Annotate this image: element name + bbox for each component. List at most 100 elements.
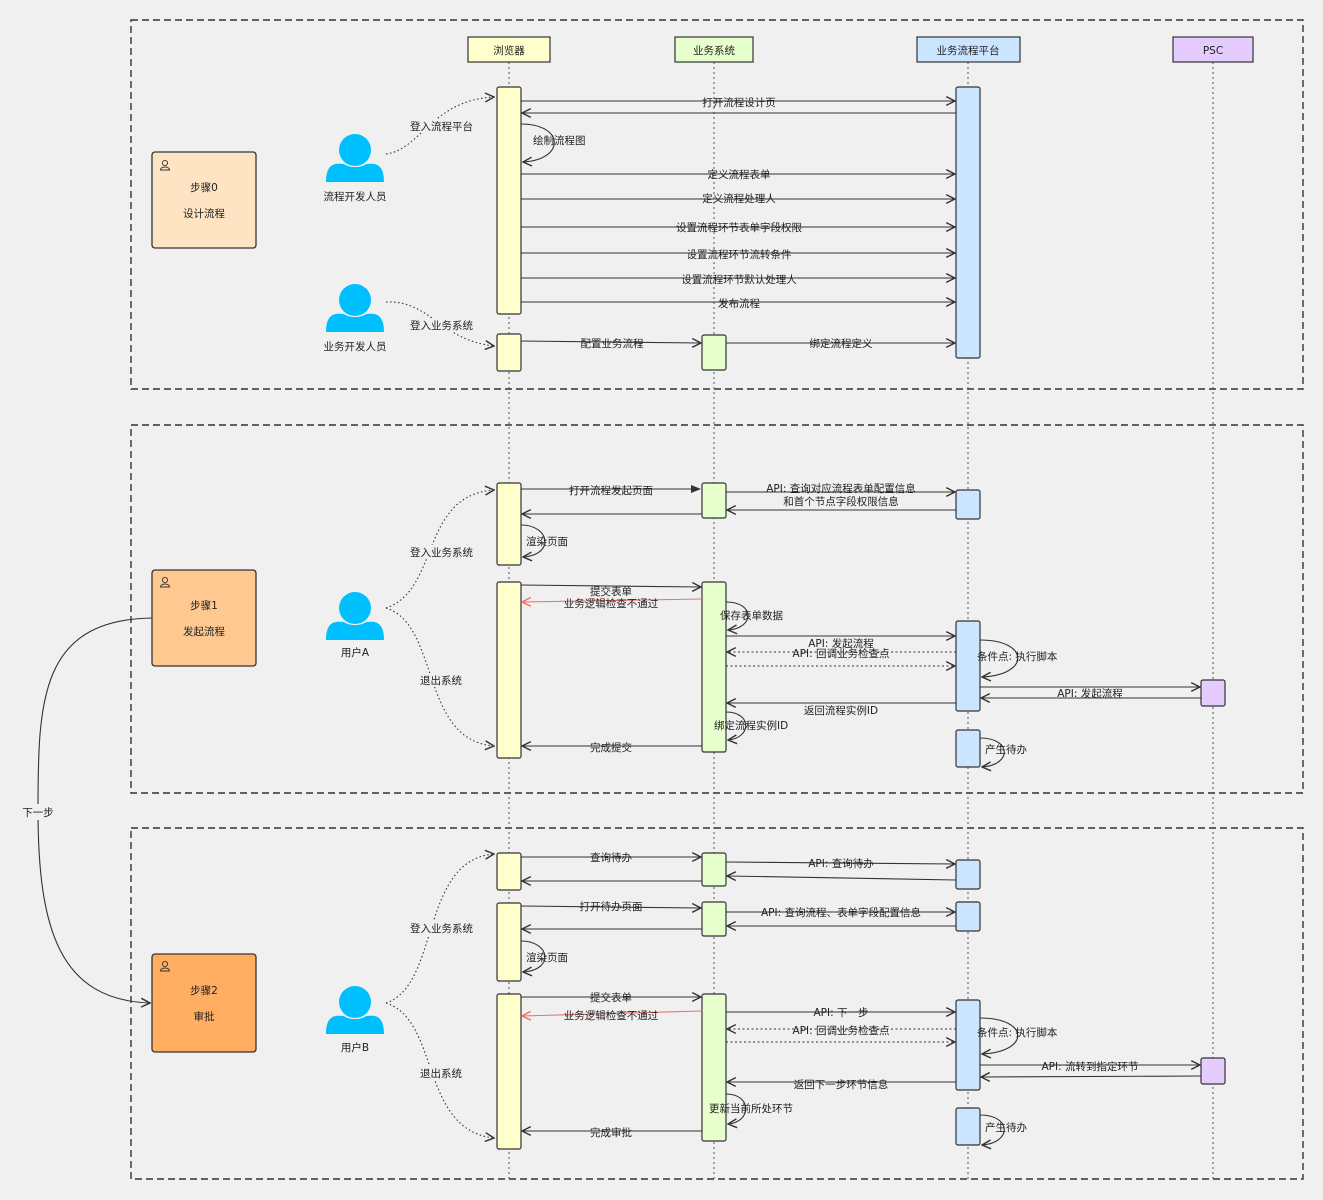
label-frame1-return-instance: 返回流程实例ID [804,704,878,717]
label-frame1-biz-check-fail: 业务逻辑检查不通过 [564,597,659,610]
label-steps-s0-sub: 设计流程 [183,207,225,220]
platform-activation [955,86,981,359]
step-1-box: 步骤1 发起流程 [151,569,257,667]
label-frame2-api-callback: API: 回调业务检查点 [793,1024,890,1037]
label-frame1-open-start-page: 打开流程发起页面 [569,484,653,497]
browser-activation [496,581,522,759]
label-frame2-logout: 退出系统 [420,1067,462,1080]
frame-start [130,424,1304,794]
platform-activation [955,620,981,712]
label-frame1-logout: 退出系统 [420,674,462,687]
actor-flow-dev: 流程开发人员 [324,134,387,203]
label-participants-flow-platform: 业务流程平台 [937,44,1000,57]
label-frame0-set-field-perm: 设置流程环节表单字段权限 [676,221,802,234]
label-actors-flow-dev: 流程开发人员 [324,190,387,203]
label-frame1-bind-instance: 绑定流程实例ID [714,719,788,732]
label-frame2-todo: 产生待办 [985,1121,1027,1134]
label-frame2-update-node: 更新当前所处环节 [709,1102,793,1115]
label-frame0-set-transition: 设置流程环节流转条件 [687,248,792,261]
psc-activation [1200,1057,1226,1085]
label-steps-s0-title: 步骤0 [190,182,218,194]
label-frame2-done-approve: 完成审批 [590,1126,632,1139]
platform-activation [955,999,981,1091]
step-0-box: 步骤0 设计流程 [151,151,257,249]
biz-activation [701,993,727,1142]
label-frame1-api-query-config-2: 和首个节点字段权限信息 [783,495,899,508]
participant-browser: 浏览器 [467,36,551,63]
browser-activation [496,852,522,891]
participant-flow-platform: 业务流程平台 [916,36,1021,63]
label-steps-s1-sub: 发起流程 [183,625,225,638]
biz-activation [701,334,727,371]
label-frame0-set-default-handler: 设置流程环节默认处理人 [681,273,797,286]
label-actors-user-a: 用户A [341,646,370,659]
label-frame1-condition: 条件点: 执行脚本 [977,650,1058,663]
actor-biz-dev: 业务开发人员 [324,284,387,353]
browser-activation [496,993,522,1150]
browser-activation [496,902,522,982]
label-frame0-open-design: 打开流程设计页 [702,96,776,109]
frame1-content: 登入业务系统 退出系统 打开流程发起页面 API: 查询对应流程表单配置信息 和… [385,482,1226,768]
participant-psc: PSC [1172,36,1254,63]
biz-activation [701,482,727,519]
label-frame0-login-biz: 登入业务系统 [410,319,473,332]
platform-activation [955,489,981,520]
label-frame0-login-flow: 登入流程平台 [410,120,473,133]
label-frame1-done-submit: 完成提交 [590,741,632,754]
browser-activation [496,86,522,315]
label-frame1-login: 登入业务系统 [410,546,473,559]
platform-activation [955,859,981,890]
label-frame1-api-start: API: 发起流程 [808,637,874,650]
label-frame2-return-next: 返回下一步环节信息 [794,1078,889,1091]
platform-activation [955,729,981,768]
label-frame1-render: 渲染页面 [526,535,568,548]
label-frame2-api-transfer: API: 流转到指定环节 [1042,1060,1139,1073]
label-frame0-config-biz-flow: 配置业务流程 [581,337,644,350]
label-frame0-bind-definition: 绑定流程定义 [810,337,873,350]
label-frame2-open-todo-page: 打开待办页面 [580,900,643,913]
label-steps-next: 下一步 [22,807,54,819]
label-frame2-api-query-todo: API: 查询待办 [808,857,874,870]
actor-user-b: 用户B [326,986,384,1054]
label-frame0-define-form: 定义流程表单 [708,168,771,181]
label-frame2-login: 登入业务系统 [410,922,473,935]
next-step-connector: 下一步 [18,617,153,1003]
label-actors-biz-dev: 业务开发人员 [324,340,387,353]
label-frame2-biz-check-fail: 业务逻辑检查不通过 [564,1009,659,1022]
label-frame1-submit-form: 提交表单 [590,585,632,598]
biz-activation [701,852,727,887]
label-steps-s2-sub: 审批 [194,1010,215,1023]
label-participants-psc: PSC [1203,45,1223,57]
label-frame1-api-query-config-1: API: 查询对应流程表单配置信息 [766,482,916,495]
browser-activation [496,333,522,372]
label-frame2-render: 渲染页面 [526,951,568,964]
label-steps-s2-title: 步骤2 [190,985,218,997]
actor-user-a: 用户A [326,592,384,659]
label-frame1-todo: 产生待办 [985,743,1027,756]
label-actors-user-b: 用户B [341,1041,369,1054]
label-frame2-api-query-flow: API: 查询流程、表单字段配置信息 [761,906,921,919]
label-frame2-submit-form: 提交表单 [590,991,632,1004]
label-frame1-save-form: 保存表单数据 [720,609,783,622]
browser-activation [496,482,522,566]
label-frame2-query-todo: 查询待办 [590,851,632,864]
participant-biz-system: 业务系统 [674,36,754,63]
platform-activation [955,901,981,932]
platform-activation [955,1107,981,1146]
label-frame0-define-handler: 定义流程处理人 [702,192,776,205]
label-frame0-publish: 发布流程 [718,297,760,310]
label-participants-browser: 浏览器 [493,44,525,57]
label-frame0-draw-flow: 绘制流程图 [533,134,586,147]
biz-activation [701,581,727,753]
label-participants-biz-system: 业务系统 [693,44,735,57]
label-frame2-api-next: API: 下一步 [814,1007,869,1019]
step-2-box: 步骤2 审批 [151,953,257,1053]
frame-design [130,19,1304,390]
psc-activation [1200,679,1226,707]
label-steps-s1-title: 步骤1 [190,600,218,612]
label-frame1-api-start-psc: API: 发起流程 [1057,687,1123,700]
frame2-content: 登入业务系统 退出系统 查询待办 API: 查询待办 打开待办页面 API: 查… [385,851,1226,1150]
label-frame2-condition: 条件点: 执行脚本 [977,1026,1058,1039]
frame-approve [130,827,1304,1180]
biz-activation [701,901,727,937]
